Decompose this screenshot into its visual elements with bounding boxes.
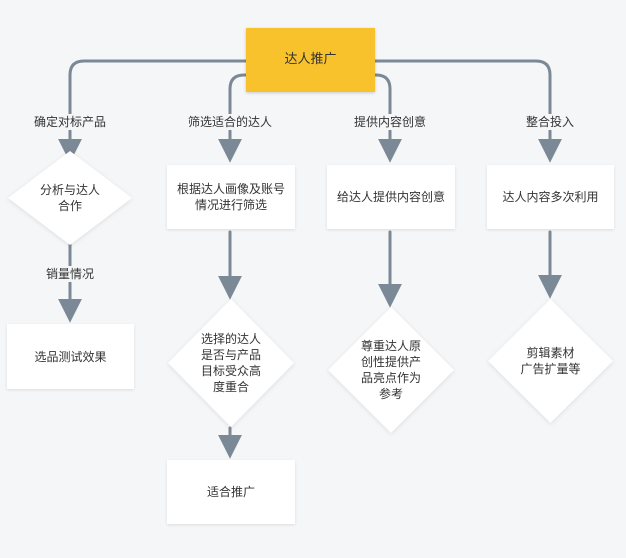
edge-label-branch1: 确定对标产品 [31, 114, 109, 130]
decision-b1-analyze-text: 分析与达人 合作 [39, 183, 100, 213]
diamond-shape [328, 307, 454, 433]
diamond-shape [8, 151, 132, 245]
diamond-shape [168, 299, 294, 427]
process-b2-filter[interactable]: 根据达人画像及账号 情况进行筛选 [167, 165, 295, 229]
connector-root-branch4 [373, 59, 562, 163]
edge-label-branch1-sales: 销量情况 [43, 266, 97, 282]
decision-b4-edit-text: 剪辑素材 广告扩量等 [520, 346, 581, 376]
root-node-text: 达人推广 [284, 52, 337, 67]
process-b3-creative[interactable]: 给达人提供内容创意 [327, 165, 455, 229]
process-b2-suitable-text: 适合推广 [206, 485, 255, 499]
connector-root-branch2 [218, 73, 248, 163]
decision-b3-respect-text: 尊重达人原 创性提供产 品亮点作为 参考 [360, 339, 421, 401]
decision-b2-match-text: 选择的达人 是否与产品 目标受众高 度重合 [200, 332, 261, 394]
diamond-shape [488, 299, 613, 423]
decision-b2-match[interactable]: 选择的达人 是否与产品 目标受众高 度重合 [167, 298, 295, 428]
process-b2-filter-text: 根据达人画像及账号 情况进行筛选 [176, 182, 285, 212]
process-b2-suitable[interactable]: 适合推广 [167, 460, 295, 524]
process-b4-reuse[interactable]: 达人内容多次利用 [487, 165, 614, 229]
process-b4-reuse-text: 达人内容多次利用 [502, 190, 599, 204]
connector-root-branch1 [58, 59, 248, 163]
process-b3-creative-text: 给达人提供内容创意 [336, 190, 445, 204]
decision-b4-edit[interactable]: 剪辑素材 广告扩量等 [487, 298, 614, 424]
connector-root-branch3 [373, 73, 402, 163]
process-b1-test-text: 选品测试效果 [34, 349, 107, 364]
edge-label-branch3: 提供内容创意 [351, 114, 429, 130]
process-b1-test[interactable]: 选品测试效果 [7, 324, 134, 389]
root-node[interactable]: 达人推广 [246, 28, 375, 92]
decision-b1-analyze[interactable]: 分析与达人 合作 [7, 150, 133, 246]
edge-label-branch2: 筛选适合的达人 [185, 114, 275, 130]
edge-label-branch4: 整合投入 [523, 114, 577, 130]
decision-b3-respect[interactable]: 尊重达人原 创性提供产 品亮点作为 参考 [327, 306, 455, 434]
